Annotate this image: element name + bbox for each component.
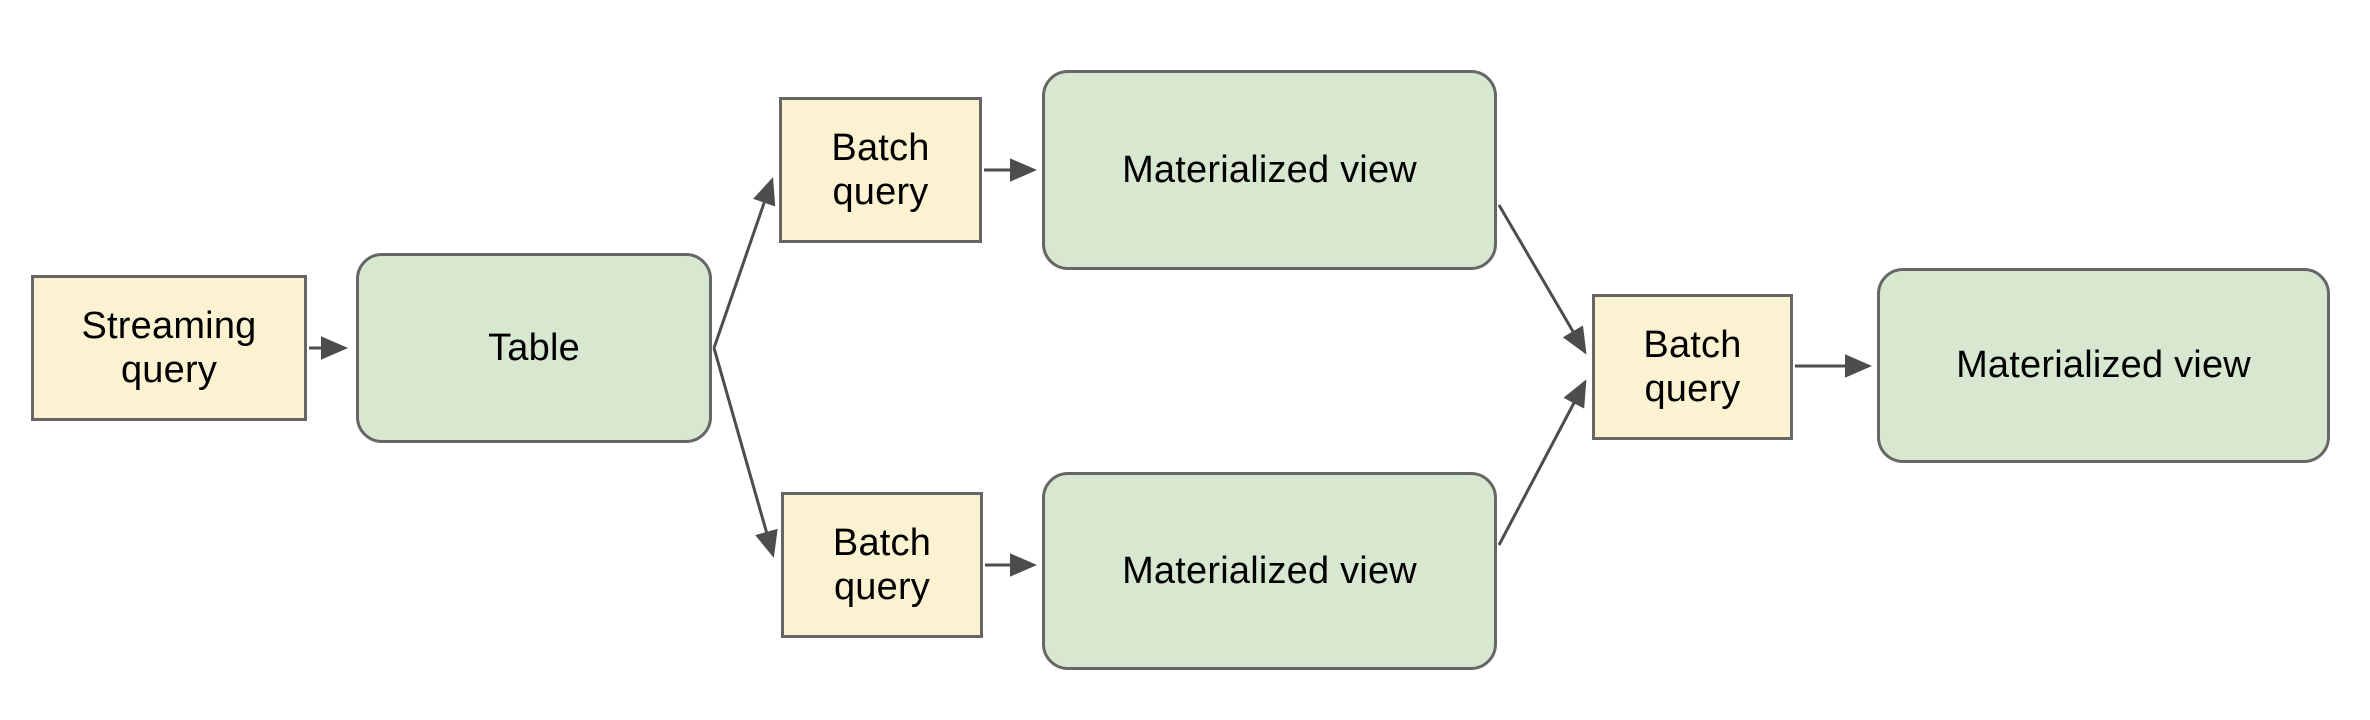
node-materialized-view-final[interactable]: Materialized view bbox=[1877, 268, 2330, 463]
node-table-label: Table bbox=[488, 326, 580, 369]
node-materialized-view-final-label: Materialized view bbox=[1956, 344, 2251, 387]
node-streaming-query-label: Streaming query bbox=[81, 304, 257, 391]
node-batch-query-merge-label: Batch query bbox=[1643, 323, 1742, 410]
node-materialized-view-bottom[interactable]: Materialized view bbox=[1042, 472, 1497, 670]
node-batch-query-bottom-label: Batch query bbox=[832, 521, 932, 608]
edge-table-to-batch-query-bottom bbox=[712, 347, 778, 558]
node-materialized-view-bottom-label: Materialized view bbox=[1122, 549, 1417, 592]
edge-materialized-view-top-to-batch-query-merge bbox=[1497, 204, 1587, 355]
edge-materialized-view-bottom-to-batch-query-merge bbox=[1497, 379, 1587, 546]
node-batch-query-top[interactable]: Batch query bbox=[779, 97, 982, 243]
edge-table-to-batch-query-top bbox=[712, 177, 776, 349]
node-streaming-query[interactable]: Streaming query bbox=[31, 275, 307, 421]
node-batch-query-bottom[interactable]: Batch query bbox=[781, 492, 983, 638]
node-batch-query-merge[interactable]: Batch query bbox=[1592, 294, 1793, 440]
node-materialized-view-top-label: Materialized view bbox=[1122, 148, 1417, 191]
node-materialized-view-top[interactable]: Materialized view bbox=[1042, 70, 1497, 270]
node-batch-query-top-label: Batch query bbox=[831, 126, 930, 213]
node-table[interactable]: Table bbox=[356, 253, 712, 443]
